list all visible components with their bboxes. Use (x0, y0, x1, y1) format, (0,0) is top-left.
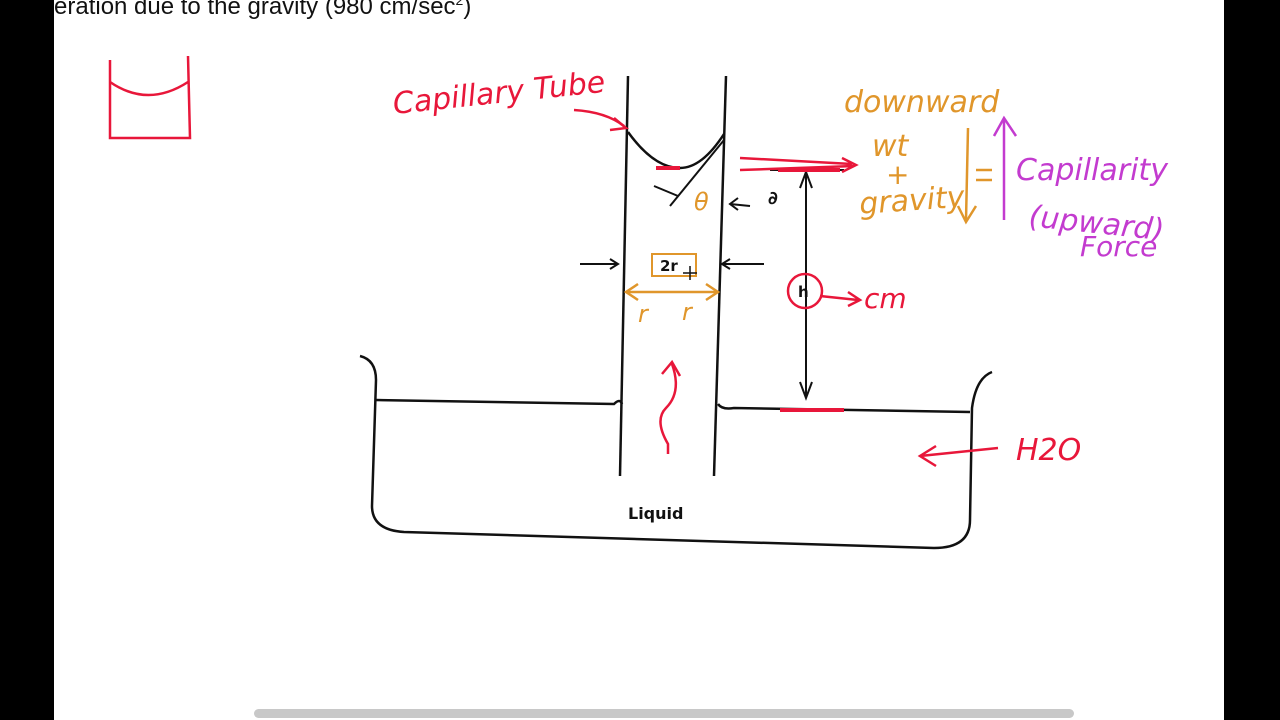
force-label: Force (1080, 230, 1157, 263)
plus-label: + (886, 158, 909, 191)
theta-label: θ (694, 188, 709, 216)
theta-print-label: ∂ (768, 188, 778, 209)
whiteboard-page: eration due to the gravity (980 cm/sec2) (54, 0, 1224, 720)
header-text: eration due to the gravity (980 cm/sec2) (54, 0, 471, 21)
two-r-label: 2r (660, 257, 678, 275)
header-main-text: eration due to the gravity (980 cm/sec (54, 0, 456, 20)
equals-label: = (972, 185, 973, 187)
capillary-diagram: 2r ∂ Liquid Capillary Tube h cm H2O down… (108, 55, 1169, 550)
beaker-sketch (108, 55, 192, 140)
downward-label: downward (844, 85, 1000, 120)
crosshair-cursor-icon (683, 266, 697, 280)
header-superscript: 2 (455, 0, 464, 8)
magenta-annotation-strokes (992, 115, 1018, 220)
orange-annotation-strokes (623, 127, 992, 302)
horizontal-scrollbar[interactable] (254, 709, 1074, 718)
wt-label: wt (872, 129, 910, 164)
h2o-label: H2O (1016, 433, 1081, 468)
header-suffix: ) (463, 0, 472, 20)
r-left-label: r (638, 300, 650, 328)
printed-marks (580, 139, 844, 401)
capillarity-label: Capillarity (1016, 153, 1169, 188)
r-right-label: r (682, 298, 694, 326)
gravity-label: gravity (858, 180, 967, 222)
h-label: h (798, 283, 809, 301)
liquid-label: Liquid (628, 504, 683, 523)
two-r-box (651, 253, 697, 277)
red-annotation-strokes (573, 108, 999, 468)
capillary-tube-label: Capillary Tube (391, 65, 607, 122)
bottom-strip (54, 700, 1224, 720)
cm-label: cm (864, 282, 907, 315)
